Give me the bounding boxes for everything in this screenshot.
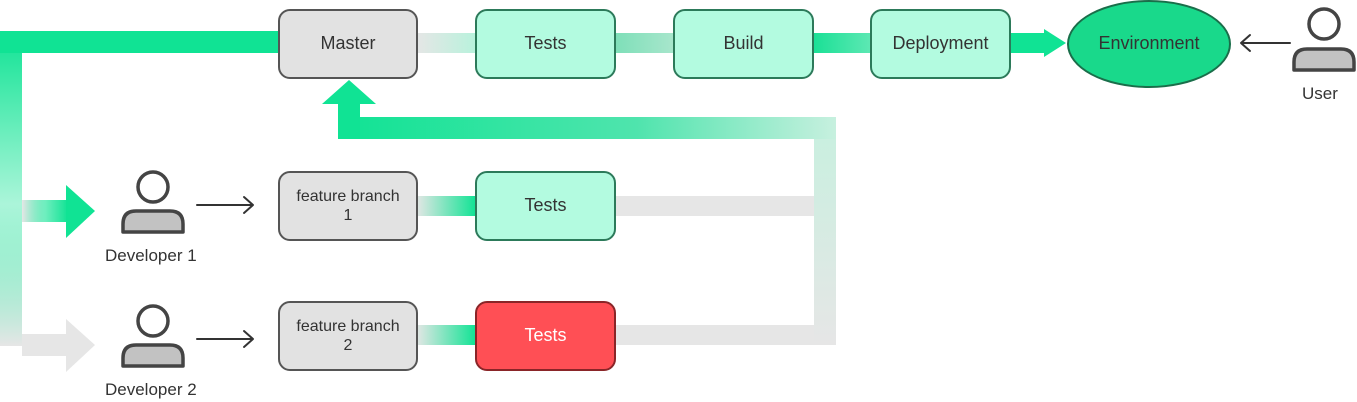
user-to-environment-arrow [1240,34,1291,52]
return-vertical-line [814,118,836,345]
master-return-arrowhead [322,80,376,104]
tests1-return-line [614,196,836,216]
user-label: User [1302,84,1338,103]
master-feed-line [0,31,280,53]
feature-branch-1-node: feature branch 1 [278,171,418,241]
build-deployment-connector [812,33,872,53]
tests-main-node: Tests [475,9,616,79]
developer-1-label: Developer 1 [105,246,197,265]
tests2-return-line [614,325,836,345]
tests-2-failed-node: Tests [475,301,616,371]
dev1-feed-line [22,200,68,222]
deployment-node: Deployment [870,9,1011,79]
dev1-to-feature-arrow [196,196,254,214]
dev2-to-feature-arrow [196,330,254,348]
master-node: Master [278,9,418,79]
developer-1-icon [121,170,185,234]
feature-branch-2-node: feature branch 2 [278,301,418,371]
environment-node: Environment [1067,0,1231,88]
user-icon [1292,7,1356,72]
master-tests-connector [416,33,476,53]
left-trunk-line [0,31,22,346]
tests-build-connector [614,33,674,53]
deployment-environment-connector [1009,33,1047,53]
dev2-arrowhead [66,319,95,372]
developer-2-label: Developer 2 [105,380,197,399]
feature1-tests-connector [416,196,476,216]
build-node: Build [673,9,814,79]
feature2-tests-connector [416,325,476,345]
return-horizontal-line [338,117,836,139]
dev1-arrowhead [66,185,95,238]
tests-1-node: Tests [475,171,616,241]
dev2-feed-line [22,334,68,356]
return-up-line [338,100,360,139]
environment-arrowhead [1044,29,1066,57]
developer-2-icon [121,304,185,368]
